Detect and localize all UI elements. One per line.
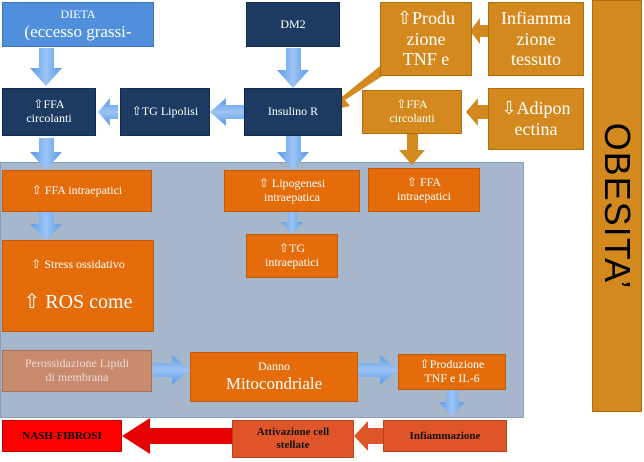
arrow-infiamm-attiv (354, 421, 383, 451)
dieta-box: DIETA (eccesso grassi- (2, 2, 154, 47)
arrow-attiv-nash (122, 418, 232, 454)
infiammazione-tessuto-line-2: zione (516, 28, 556, 49)
stress-ros-box: ⇧ Stress ossidativo ⇧ ROS come (2, 240, 154, 332)
arrow-perox-danno (153, 355, 190, 385)
infiammazione-tessuto-line-3: tessuto (510, 49, 561, 70)
tg-intraepatici-box: ⇧TG intraepatici (246, 234, 338, 278)
arrow-danno-prod (358, 355, 398, 385)
produzione-tnf-il6-line-2: TNF e IL-6 (424, 371, 480, 385)
ffa-circolanti-left-line-1: ⇧FFA (33, 97, 65, 112)
ffa-circolanti-right-line-2: circolanti (389, 111, 435, 125)
arrow-lipo-tg (281, 212, 303, 233)
arrow-insulino-tg (210, 98, 244, 126)
adiponectina-line-2: ectina (514, 119, 558, 139)
tg-lipolisi-box: ⇧TG Lipolisi (120, 88, 210, 136)
attivazione-line-2: stellate (276, 439, 310, 451)
insulino-r-label: Insulino R (267, 104, 319, 119)
attivazione-box: Attivazione cell stellate (232, 420, 354, 458)
arrow-prod-insulino (332, 66, 387, 110)
ffa-circolanti-right-box: ⇧FFA circolanti (362, 90, 462, 134)
tg-intraepatici-line-2: intraepatici (265, 255, 319, 269)
perossidazione-line-1: Perossidazione Lipidi (24, 356, 130, 371)
arrow-dieta-ffa (30, 48, 62, 86)
nash-fibrosi-box: NASH-FIBROSI (2, 420, 122, 452)
arrow-infiamm-tessuto-prod (470, 18, 488, 44)
arrow-ffa-intra (30, 138, 62, 170)
lipogenesi-box: ⇧ Lipogenesi intraepatica (224, 170, 360, 212)
mitocondriale-label: Mitocondriale (225, 374, 323, 394)
lipogenesi-line-2: intraepatica (264, 190, 320, 204)
ros-label: ⇧ ROS come (23, 291, 133, 314)
dm2-box: DM2 (246, 2, 340, 47)
infiammazione-box: Infiammazione (383, 420, 507, 452)
stress-ossidativo-label: ⇧ Stress ossidativo (31, 256, 125, 271)
produzione-tnf-il6-box: ⇧Produzione TNF e IL-6 (398, 354, 506, 390)
danno-label: Danno (258, 359, 290, 374)
ffa-circolanti-left-box: ⇧FFA circolanti (2, 88, 96, 136)
perossidazione-box: Perossidazione Lipidi di membrana (2, 350, 152, 392)
arrow-ffa-stress (30, 212, 62, 240)
ffa-intraepatici-right-line-1: ⇧ FFA (406, 175, 442, 190)
tg-intraepatici-line-1: ⇧TG (278, 241, 306, 256)
arrow-adipo-ffa (466, 98, 488, 126)
infiammazione-label: Infiammazione (409, 429, 481, 442)
produzione-tnf-line-1: ⇧Produ (396, 7, 456, 28)
ffa-intraepatici-left-label: ⇧ FFA intraepatici (31, 183, 123, 198)
arrow-insulino-lipo (277, 136, 309, 170)
nash-fibrosi-label: NASH-FIBROSI (22, 429, 102, 442)
perossidazione-line-2: di membrana (45, 370, 109, 384)
ffa-intraepatici-right-line-2: intraepatici (397, 189, 451, 203)
arrow-dm2-insulino (277, 48, 309, 88)
dieta-title: DIETA (60, 6, 96, 21)
arrow-ffa-right-down (399, 134, 425, 165)
attivazione-line-1: Attivazione cell (256, 426, 330, 439)
adiponectina-box: ⇩Adipon ectina (488, 88, 584, 150)
insulino-r-box: Insulino R (244, 88, 342, 136)
ffa-circolanti-right-line-1: ⇧FFA (396, 97, 428, 112)
adiponectina-line-1: ⇩Adipon (501, 98, 571, 119)
infiammazione-tessuto-box: Infiamma zione tessuto (488, 2, 584, 76)
arrow-tg-ffa (98, 98, 118, 126)
infiammazione-tessuto-line-1: Infiamma (501, 7, 571, 28)
dieta-subtitle: (eccesso grassi- (24, 21, 132, 41)
arrow-prod-infiamm (439, 390, 465, 416)
dm2-label: DM2 (280, 16, 306, 31)
ffa-intraepatici-left-box: ⇧ FFA intraepatici (2, 170, 152, 212)
danno-mitocondriale-box: Danno Mitocondriale (190, 352, 358, 402)
ffa-circolanti-left-line-2: circolanti (26, 111, 72, 125)
produzione-tnf-box: ⇧Produ zione TNF e (380, 2, 472, 76)
produzione-tnf-il6-line-1: ⇧Produzione (419, 357, 485, 372)
tg-lipolisi-label: ⇧TG Lipolisi (131, 104, 199, 119)
lipogenesi-line-1: ⇧ Lipogenesi (258, 176, 326, 191)
obesita-bar: OBESITA’ (592, 0, 642, 412)
ffa-intraepatici-right-box: ⇧ FFA intraepatici (368, 168, 480, 212)
produzione-tnf-line-2: zione (406, 28, 446, 49)
produzione-tnf-line-3: TNF e (402, 49, 450, 70)
